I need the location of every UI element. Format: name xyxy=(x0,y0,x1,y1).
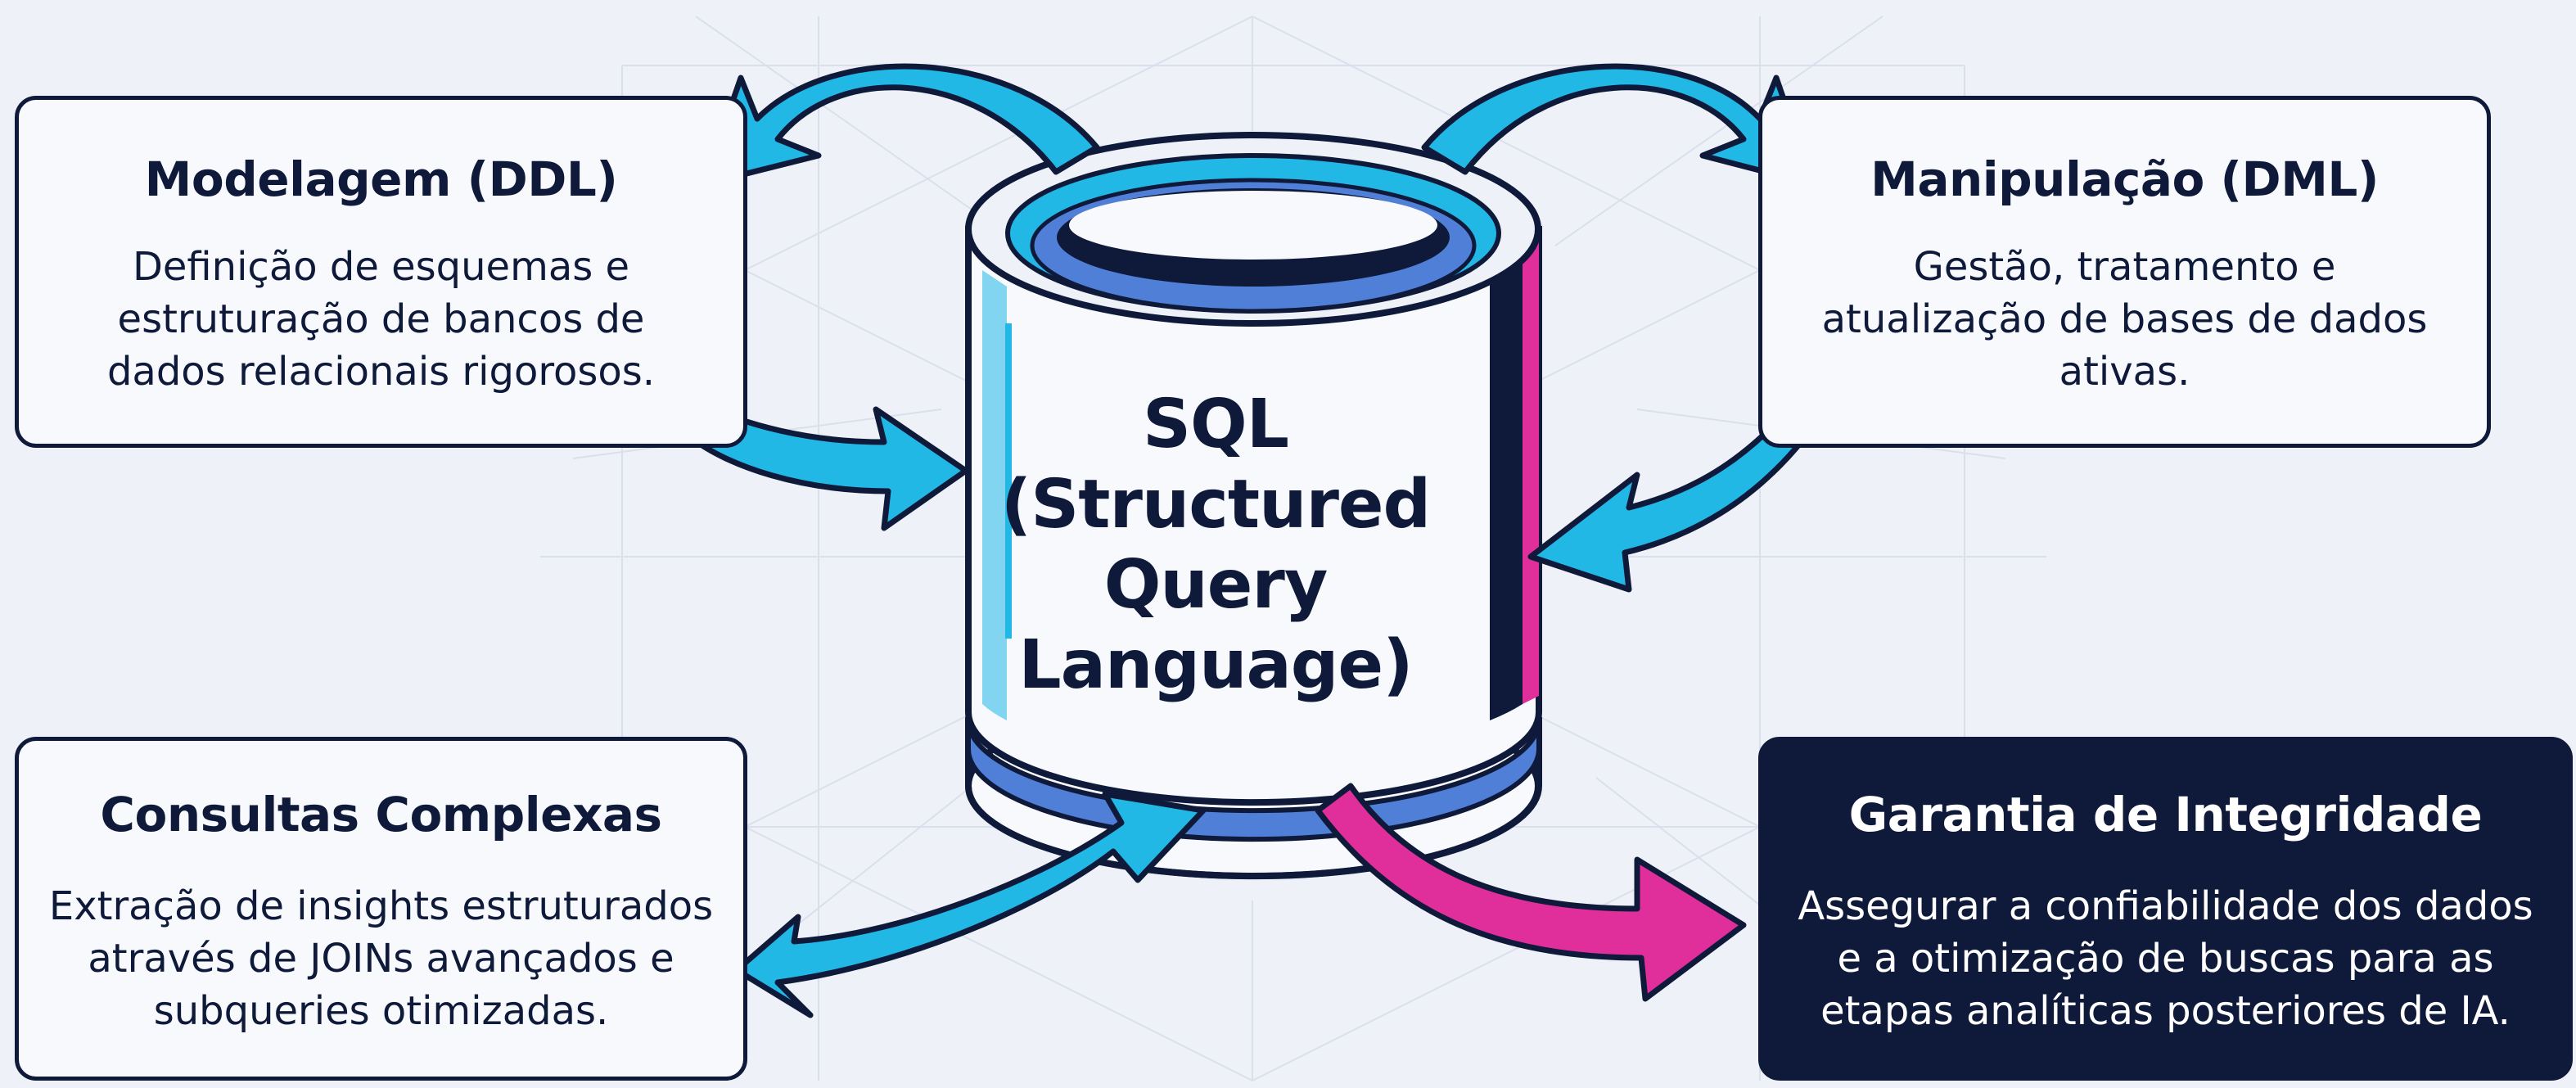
arrow-top-left xyxy=(701,63,1100,187)
dml-card: Manipulação (DML) Gestão, tratamento e a… xyxy=(1758,96,2491,448)
integrity-desc-line: etapas analíticas posteriores de IA. xyxy=(1820,988,2511,1034)
queries-desc-line: subqueries otimizadas. xyxy=(153,988,609,1034)
arrow-bottom-left xyxy=(733,791,1207,1018)
dml-title: Manipulação (DML) xyxy=(1870,151,2379,207)
integrity-title: Garantia de Integridade xyxy=(1848,787,2483,842)
queries-desc-line: através de JOINs avançados e xyxy=(88,936,674,982)
ddl-card: Modelagem (DDL) Definição de esquemas e … xyxy=(15,96,747,448)
arrow-top-right xyxy=(1421,63,1816,187)
queries-desc-line: Extração de insights estruturados xyxy=(48,883,714,929)
arrow-mid-left xyxy=(688,398,969,531)
ddl-desc-line: dados relacionais rigorosos. xyxy=(106,349,656,395)
ddl-desc-line: estruturação de bancos de xyxy=(117,296,645,342)
sql-label-line: (Structured xyxy=(1000,466,1431,544)
sql-label-line: Language) xyxy=(1018,626,1413,704)
arrow-bottom-right xyxy=(1315,783,1747,1002)
sql-center-label: SQL (Structured Query Language) xyxy=(974,385,1457,706)
integrity-desc-line: e a otimização de buscas para as xyxy=(1837,936,2494,982)
queries-title: Consultas Complexas xyxy=(100,787,662,842)
queries-card: Consultas Complexas Extração de insights… xyxy=(15,737,747,1081)
ddl-title: Modelagem (DDL) xyxy=(144,151,618,207)
sql-label-line: SQL xyxy=(1142,386,1289,463)
integrity-card: Garantia de Integridade Assegurar a conf… xyxy=(1758,737,2573,1081)
ddl-desc-line: Definição de esquemas e xyxy=(132,244,630,290)
dml-desc-line: atualização de bases de dados xyxy=(1821,296,2428,342)
sql-label-line: Query xyxy=(1103,546,1329,624)
arrow-mid-right xyxy=(1527,381,1829,593)
dml-desc-line: Gestão, tratamento e xyxy=(1913,244,2336,290)
database-cylinder xyxy=(965,132,1542,806)
integrity-desc-line: Assegurar a confiabilidade dos dados xyxy=(1798,883,2533,929)
dml-desc-line: ativas. xyxy=(2059,349,2190,395)
